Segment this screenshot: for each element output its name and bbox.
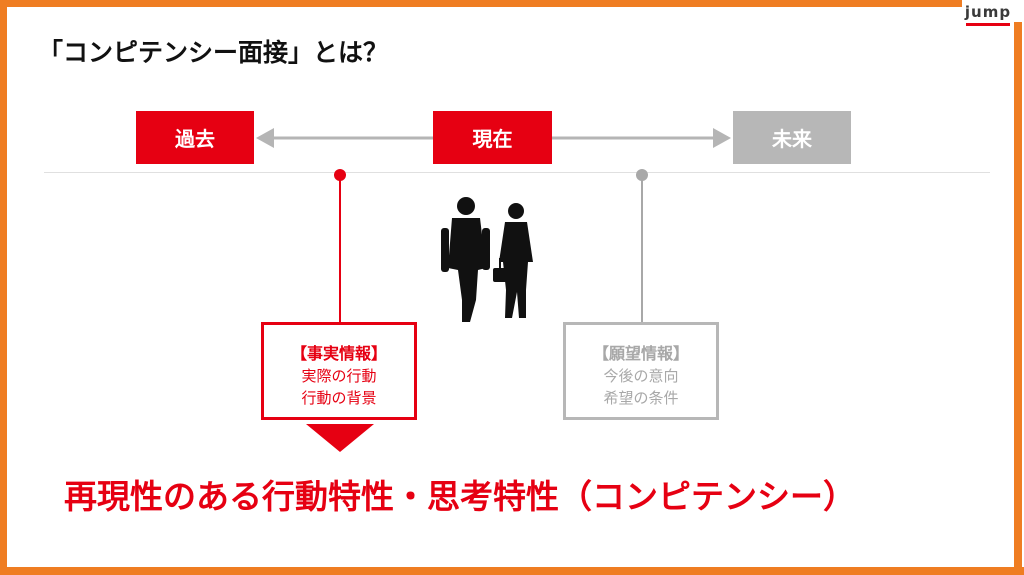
jump-logo: jump — [964, 3, 1012, 21]
hope-info-line2: 希望の条件 — [603, 389, 679, 407]
divider-line — [44, 172, 990, 173]
page-title: 「コンピテンシー面接」とは？ — [38, 38, 389, 67]
arrow-right-head — [713, 128, 731, 148]
hope-info-heading: 【願望情報】 — [592, 344, 689, 363]
logo-underline — [966, 23, 1010, 26]
timeline-now: 現在 — [433, 111, 552, 164]
conclusion-text: 再現性のある行動特性・思考特性（コンピテンシー） — [64, 477, 856, 516]
timeline-future: 未来 — [733, 111, 851, 164]
fact-info-line1: 実際の行動 — [301, 367, 377, 385]
fact-info-heading: 【事実情報】 — [290, 344, 387, 363]
business-people-icon — [441, 197, 533, 322]
frame-left-border — [0, 0, 7, 575]
frame-right-border — [1014, 22, 1022, 575]
timeline-past: 過去 — [136, 111, 254, 164]
down-arrow-triangle — [306, 424, 374, 452]
hope-info-line1: 今後の意向 — [603, 367, 679, 385]
hope-info-box: 【願望情報】 今後の意向 希望の条件 — [563, 322, 719, 420]
frame-bottom-border — [0, 567, 1024, 575]
frame-top-border — [0, 0, 962, 7]
fact-info-box: 【事実情報】 実際の行動 行動の背景 — [261, 322, 417, 420]
fact-info-line2: 行動の背景 — [301, 389, 377, 407]
arrow-left-head — [256, 128, 274, 148]
